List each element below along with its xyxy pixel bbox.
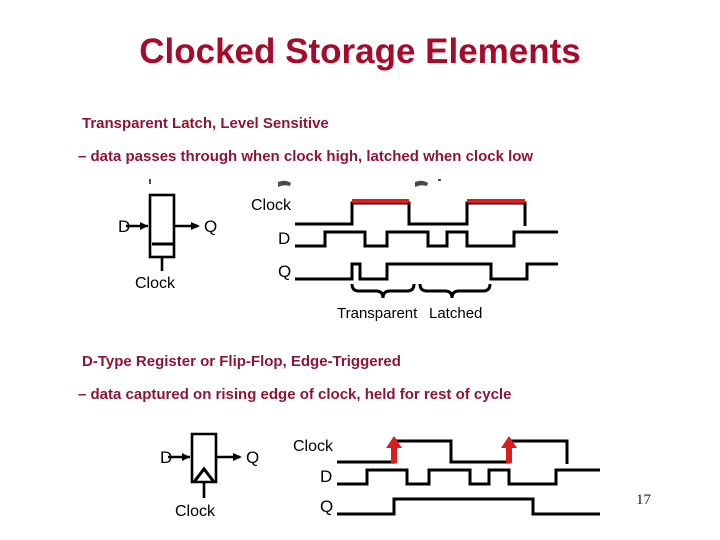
latch-annotation-braces	[350, 283, 492, 299]
latch-q-waveform	[295, 262, 558, 281]
flipflop-symbol	[168, 432, 240, 498]
flipflop-q-arrowhead	[233, 453, 242, 461]
flipflop-wave-label-clock: Clock	[293, 438, 334, 455]
flipflop-input-label: D	[160, 448, 172, 467]
latch-d-arrowhead	[140, 222, 148, 230]
latch-annotation-latched: Latched	[429, 305, 482, 322]
latch-symbol	[126, 193, 198, 271]
latch-clock-waveform	[295, 201, 527, 226]
latch-q-arrowhead	[191, 222, 200, 230]
page-title: Clocked Storage Elements	[139, 32, 581, 71]
latch-heading: Transparent Latch, Level Sensitive	[82, 115, 329, 132]
latch-output-label: Q	[204, 217, 217, 236]
latch-input-label: D	[118, 217, 130, 236]
latch-wave-label-d: D	[278, 229, 290, 248]
rising-edge-arrow-1	[386, 436, 402, 463]
flipflop-edge-triangle	[192, 466, 216, 483]
latch-clock-label: Clock	[135, 275, 176, 292]
d-flipflop-diagram: D Q Clock Clock D Q	[160, 424, 600, 540]
flipflop-body	[190, 432, 218, 484]
rising-edge-arrow-2	[501, 436, 517, 463]
flipflop-subbullet: – data captured on rising edge of clock,…	[78, 386, 512, 403]
flipflop-wave-label-q: Q	[320, 497, 333, 516]
flipflop-heading: D-Type Register or Flip-Flop, Edge-Trigg…	[82, 353, 401, 370]
latch-wave-label-clock: Clock	[251, 197, 292, 214]
flipflop-d-arrowhead	[182, 453, 190, 461]
flipflop-clock-label: Clock	[175, 503, 216, 520]
transparent-latch-diagram: D Q Clock Clock D Q	[118, 176, 558, 328]
flipflop-wave-label-d: D	[320, 467, 332, 486]
crop-artifacts	[149, 179, 441, 187]
latch-d-waveform	[295, 230, 558, 248]
flipflop-clock-waveform	[337, 439, 569, 464]
flipflop-d-waveform	[337, 468, 600, 486]
page-number: 17	[636, 492, 651, 508]
latch-subbullet: – data passes through when clock high, l…	[78, 148, 534, 165]
latch-annotation-transparent: Transparent	[337, 305, 418, 322]
latch-body	[148, 193, 176, 259]
latch-wave-label-q: Q	[278, 262, 291, 281]
flipflop-output-label: Q	[246, 448, 259, 467]
flipflop-q-waveform	[337, 497, 600, 516]
